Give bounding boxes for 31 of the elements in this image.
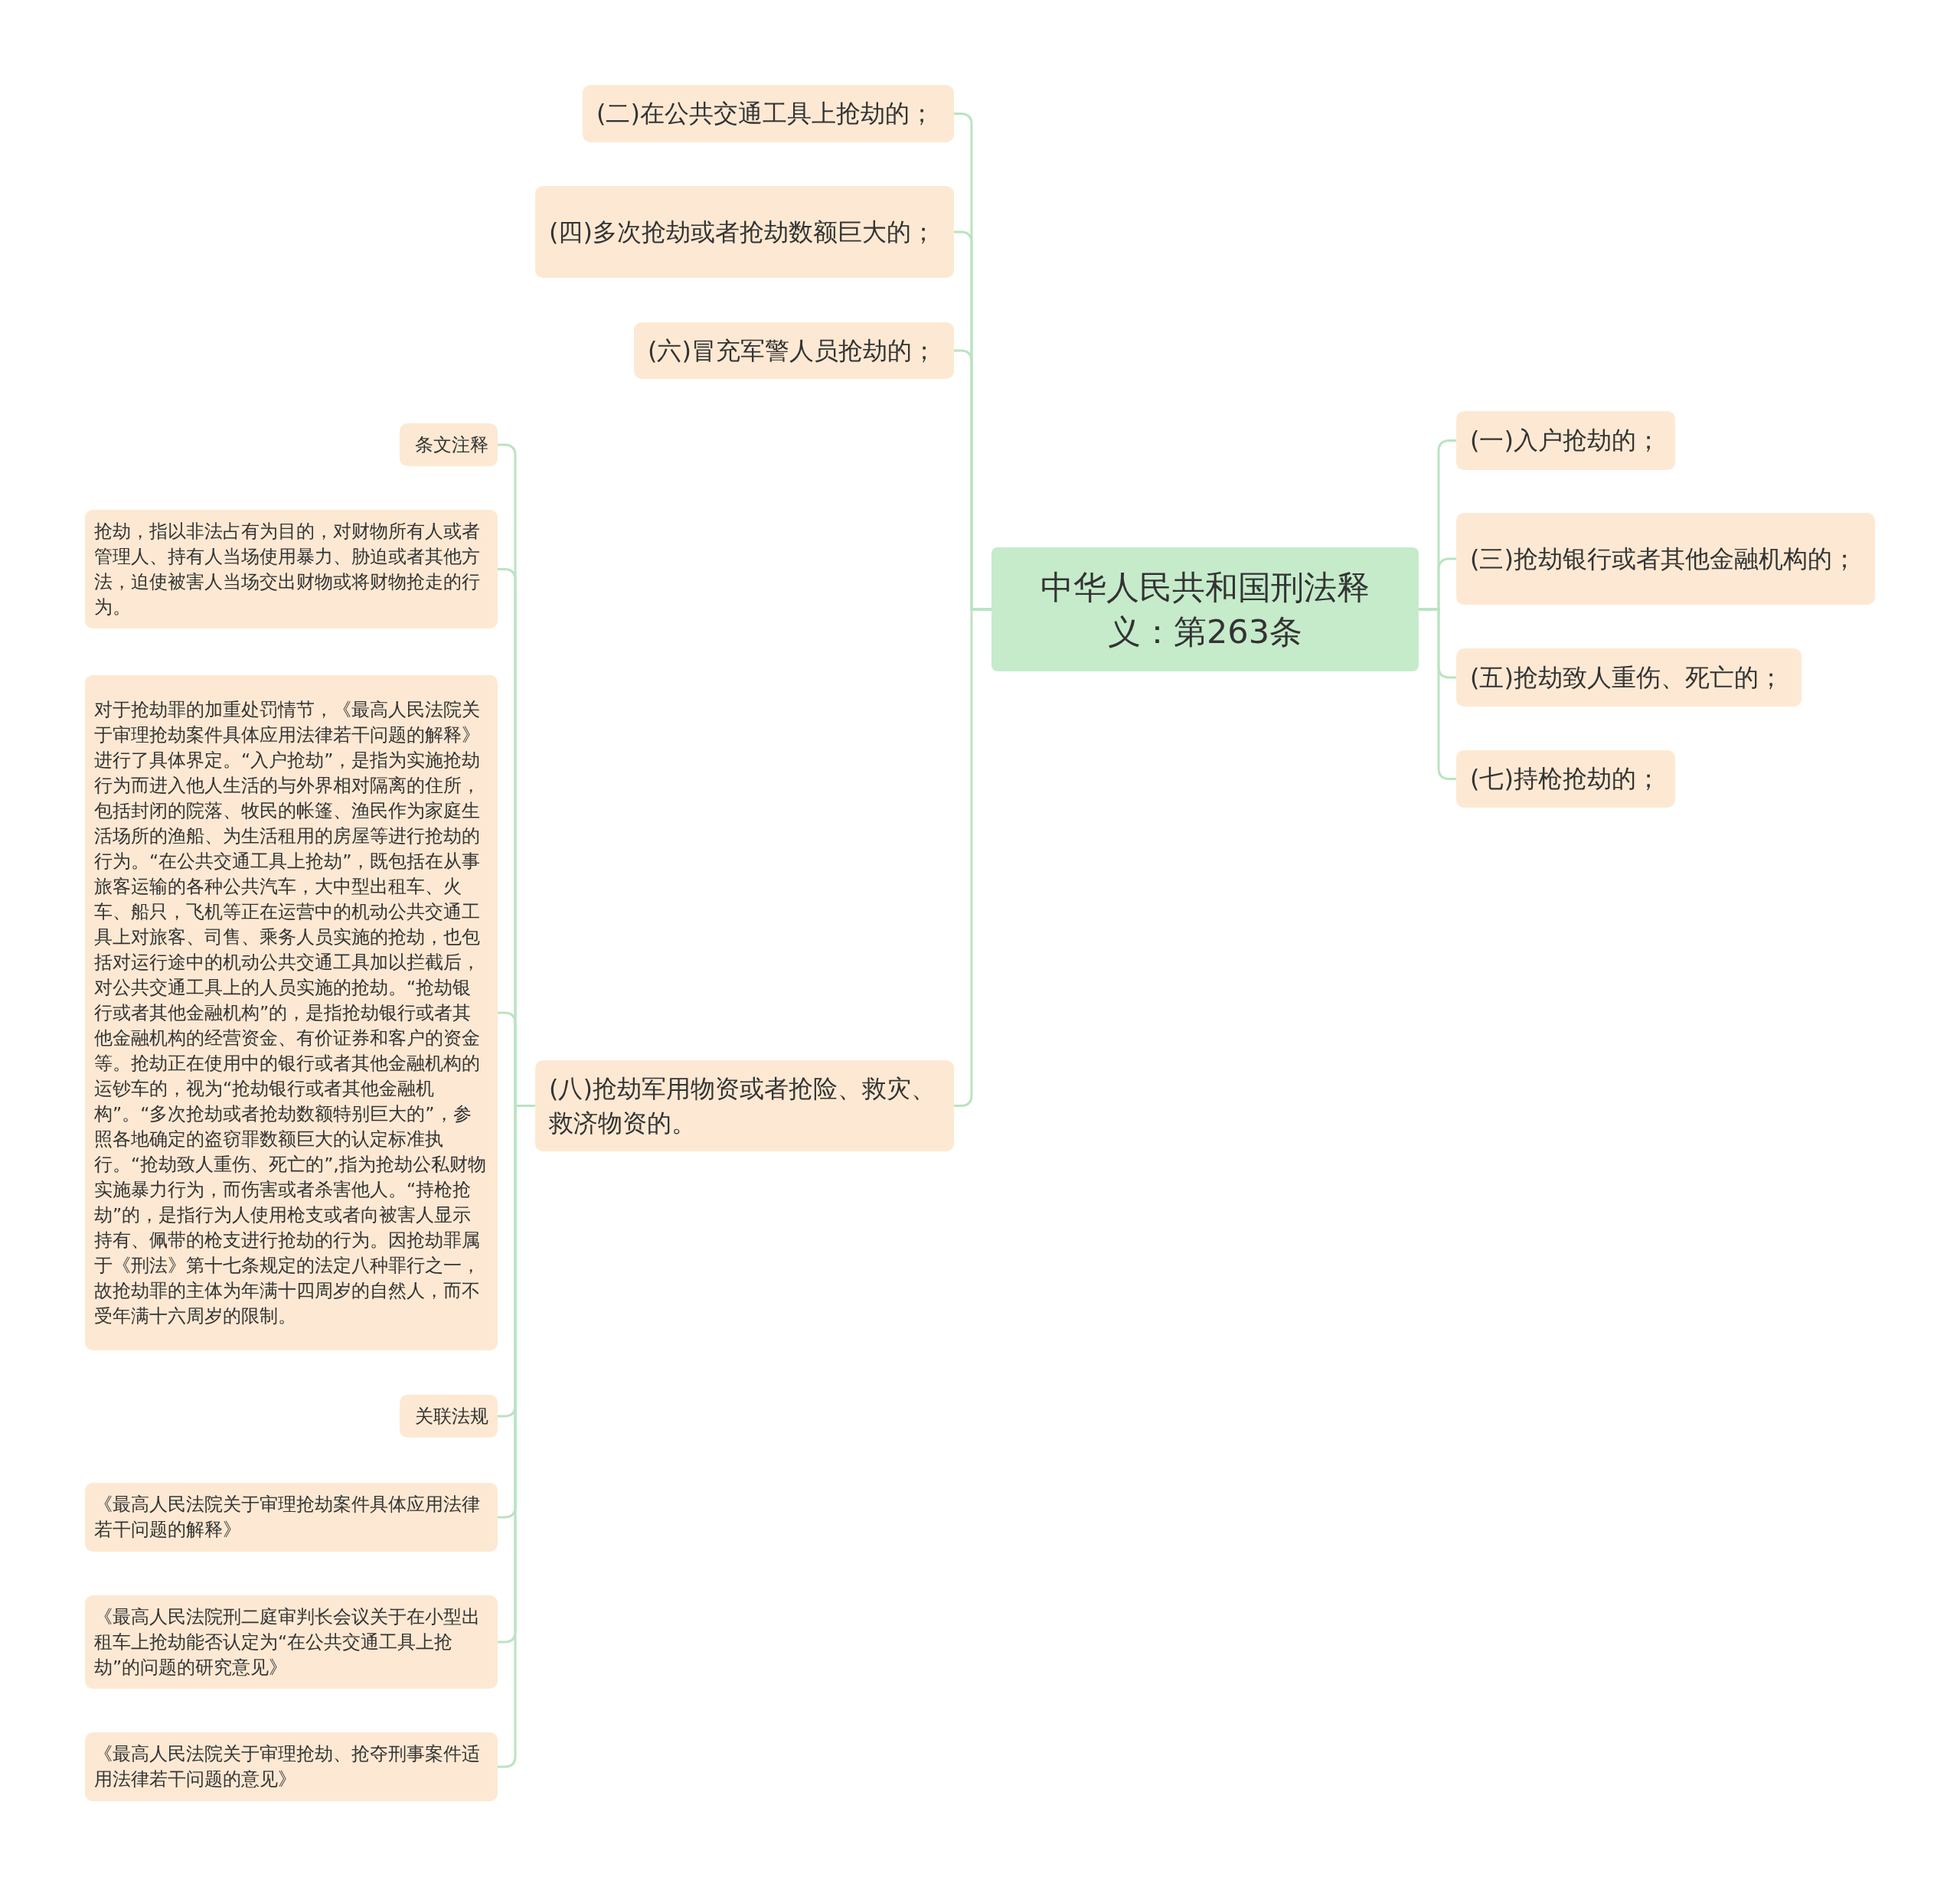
topic-box	[85, 1732, 498, 1801]
topic-text: 对于抢劫罪的加重处罚情节，《最高人民法院关于审理抢劫案件具体应用法律若干问题的解释》进行了具体界定。“入户抢劫”，是指为实施抢劫行为而进入他人生活的与外界相对隔离的住所，包括封闭的院落、牧民的帐篷、渔民作为家庭生活场所的渔船、为生活租用的房屋等进行抢劫的行为。“在公共交通工具上抢劫”，既包括在从事旅客运输的各种公共汽车，大中型出租车、火车、船只，飞机等正在运营中的机动公共交通工具上对旅客、司售、乘务人员实施的抢劫，也包括对运行途中的机动公共交通工具加以拦截后，对公共交通工具上的人员实施的抢劫。“抢劫银行或者其他金融机构”的，是指抢劫银行或者其他金融机构的经营资金、有价证券和客户的资金等。抢劫正在使用中的银行或者其他金融机构的运钞车的，视为“抢劫银行或者其他金融机构”。“多次抢劫或者抢劫数额特别巨大的”，参照各地确定的盗窃罪数额巨大的认定标准执行。“抢劫致人重伤、死亡的”,指为抢劫公私财物实施暴力行为，而伤害或者杀害他人。“持枪抢劫”的，是指行为人使用枪支或者向被害人显示持有、佩带的枪支进行抢劫的行为。因抢劫罪属于《刑法》第十七条规定的法定八种罪行之一，故抢劫罪的主体为年满十四周岁的自然人，而不受年满十六周岁的限制。	[94, 697, 487, 1328]
topic-box	[634, 322, 954, 379]
topic-text: (五)抢劫致人重伤、死亡的；	[1470, 661, 1783, 694]
topic-box	[1456, 411, 1675, 470]
topic-box	[535, 186, 954, 278]
topic-text: 抢劫，指以非法占有为目的，对财物所有人或者管理人、持有人当场使用暴力、胁迫或者其他方法，迫使被害人当场交出财物或将财物抢走的行为。	[94, 519, 481, 619]
topic-box	[583, 85, 954, 142]
topic-text: 《最高人民法院刑二庭审判长会议关于在小型出租车上抢劫能否认定为“在公共交通工具上抢劫”的问题的研究意见》	[94, 1605, 481, 1680]
topic-box	[85, 1595, 498, 1689]
central-topic-text: 中华人民共和国刑法释义：第263条	[1040, 566, 1370, 652]
topic-box	[85, 1483, 498, 1552]
topic-box	[1456, 513, 1875, 605]
topic-text: (八)抢劫军用物资或者抢险、救灾、救济物资的。	[549, 1072, 936, 1139]
topic-text: (六)冒充军警人员抢劫的；	[648, 335, 936, 367]
central-topic-box	[991, 547, 1419, 671]
topic-text: 《最高人民法院关于审理抢劫、抢夺刑事案件适用法律若干问题的意见》	[94, 1742, 481, 1791]
topic-box	[400, 423, 498, 466]
topic-text: 《最高人民法院关于审理抢劫案件具体应用法律若干问题的解释》	[94, 1493, 481, 1542]
topic-text: (一)入户抢劫的；	[1470, 425, 1661, 457]
topic-box	[1456, 750, 1675, 808]
topic-box	[85, 510, 498, 628]
topic-text: (四)多次抢劫或者抢劫数额巨大的；	[549, 216, 936, 248]
topic-box	[535, 1060, 954, 1151]
topic-text: 条文注释	[415, 433, 488, 457]
topic-text: (二)在公共交通工具上抢劫的；	[596, 98, 934, 130]
topic-box	[400, 1395, 498, 1438]
topic-text: (三)抢劫银行或者其他金融机构的；	[1470, 543, 1857, 575]
topic-text: 关联法规	[415, 1404, 488, 1428]
topic-text: (七)持枪抢劫的；	[1470, 763, 1661, 795]
topic-box	[1456, 648, 1802, 707]
